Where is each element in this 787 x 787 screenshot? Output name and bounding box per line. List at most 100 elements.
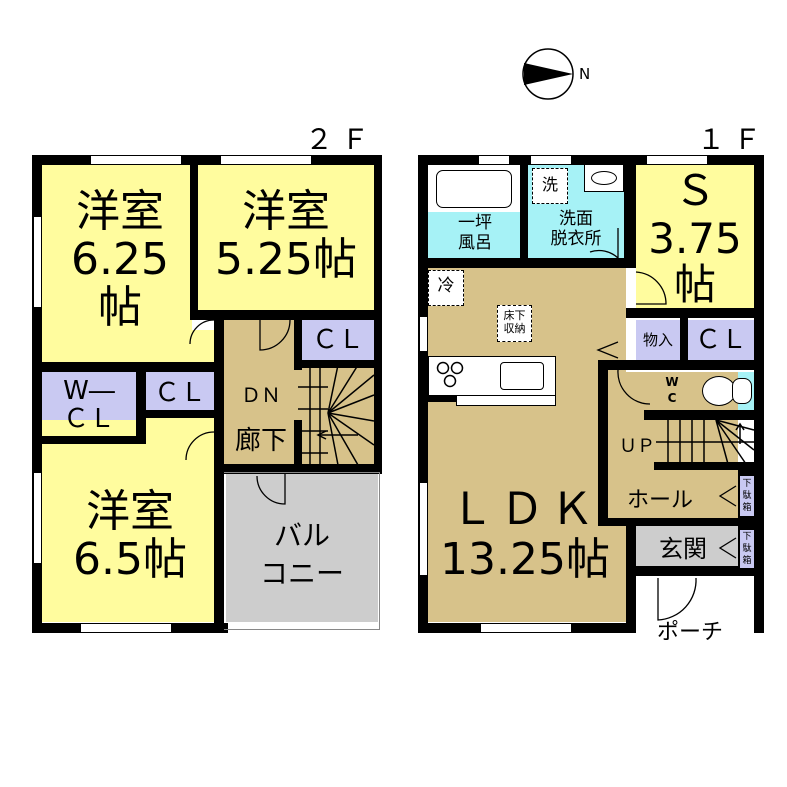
- room-hall-2f: [224, 320, 298, 466]
- wall: [598, 360, 608, 526]
- stairs-icon: [298, 364, 375, 466]
- label-wcl: W― ＣＬ: [62, 376, 115, 434]
- room-storeroom: [636, 320, 680, 360]
- door-open-marker: [596, 341, 619, 359]
- label-entrance: 玄関: [659, 535, 707, 563]
- wall: [32, 155, 42, 633]
- window: [419, 316, 428, 352]
- label-fridge: 冷: [437, 276, 455, 296]
- wall: [598, 518, 764, 526]
- room-bath: [428, 212, 522, 258]
- wall: [294, 360, 382, 368]
- door-open-marker: [718, 537, 737, 559]
- toilet-icon: [702, 376, 752, 406]
- wall: [418, 155, 764, 165]
- wall: [32, 436, 146, 444]
- room-cl-2f-a: [146, 372, 214, 412]
- wall: [626, 520, 636, 633]
- label-washer: 洗: [541, 175, 558, 194]
- wall: [418, 258, 636, 268]
- door-icon: [657, 577, 697, 621]
- label-wc: W C: [665, 375, 679, 405]
- balcony-rail: [224, 472, 380, 630]
- wall: [626, 566, 764, 576]
- label-corridor: 廊下: [234, 426, 287, 456]
- wall: [520, 155, 528, 263]
- fridge-space: [428, 270, 464, 306]
- label-western-1: 洋室 6.25 帖: [71, 186, 169, 333]
- shoebox-2: [740, 530, 754, 568]
- wall: [190, 310, 382, 320]
- label-western-2: 洋室 5.25帖: [215, 186, 357, 285]
- label-underfloor: 床下 収納: [503, 309, 526, 335]
- label-hall-1f: ホール: [626, 488, 693, 513]
- stove-icon: [436, 361, 464, 388]
- room-western-1: [40, 164, 192, 362]
- label-cl-2f-b: ＣＬ: [311, 325, 364, 355]
- wall: [294, 420, 302, 470]
- window: [480, 623, 572, 633]
- window: [33, 216, 42, 308]
- door-icon: [256, 474, 286, 505]
- room-storage-s: [636, 164, 754, 308]
- wall: [32, 362, 216, 372]
- wall: [680, 315, 688, 363]
- room-cl-2f-b: [302, 320, 374, 360]
- label-balcony: バル コニー: [259, 519, 344, 590]
- wall: [418, 155, 428, 633]
- north-arrow-icon: [522, 48, 574, 100]
- label-shoebox-2: 下駄箱: [742, 532, 752, 566]
- door-open-marker: [718, 485, 737, 507]
- shoebox-1: [740, 476, 754, 516]
- door-icon: [617, 369, 651, 405]
- room-balcony: [226, 472, 378, 622]
- wall: [32, 155, 382, 165]
- kitchen-back: [428, 396, 456, 402]
- underfloor-storage: [497, 305, 532, 342]
- label-porch: ポーチ: [656, 620, 723, 645]
- window: [90, 155, 182, 165]
- floor-label-2f: ２Ｆ: [305, 123, 378, 156]
- sink-icon: [584, 164, 624, 192]
- window: [33, 472, 42, 564]
- wall: [624, 155, 636, 267]
- label-western-3: 洋室 6.5帖: [73, 486, 187, 585]
- window: [646, 155, 708, 165]
- label-bath: 一坪 風呂: [458, 213, 492, 253]
- window: [220, 155, 312, 165]
- kitchen-bar: [456, 396, 556, 406]
- room-cl-1f: [688, 320, 754, 360]
- label-ldk: ＬＤＫ 13.25帖: [440, 484, 610, 585]
- label-cl-1f: ＣＬ: [694, 325, 747, 355]
- room-western-2: [198, 164, 374, 310]
- kitchen-sink-icon: [500, 362, 544, 390]
- window: [478, 155, 510, 165]
- window: [80, 623, 172, 633]
- window: [419, 482, 428, 576]
- floor-label-1f: １Ｆ: [697, 123, 770, 156]
- label-storage-s: Ｓ 3.75 帖: [648, 166, 742, 309]
- wall: [294, 310, 302, 370]
- washer-space: [532, 168, 568, 204]
- window: [530, 155, 572, 165]
- wall: [214, 464, 382, 474]
- door-icon: [189, 319, 215, 345]
- wall: [626, 308, 764, 318]
- bathtub-icon: [436, 170, 512, 208]
- door-icon: [635, 271, 667, 305]
- label-cl-2f-a: ＣＬ: [153, 378, 206, 408]
- wall: [136, 410, 216, 418]
- compass-label: N: [579, 65, 591, 83]
- wall: [644, 410, 764, 420]
- stairs-icon: [656, 419, 755, 465]
- label-storeroom: 物入: [642, 331, 673, 349]
- door-icon: [185, 431, 215, 461]
- wall: [654, 462, 764, 470]
- label-dn: ＤＮ: [241, 383, 281, 407]
- wall: [136, 362, 146, 440]
- label-up: ＵＰ: [619, 436, 655, 457]
- door-icon: [589, 228, 619, 260]
- label-shoebox-1: 下駄箱: [742, 479, 752, 513]
- door-icon: [259, 319, 291, 351]
- label-washroom: 洗面 脱衣所: [550, 209, 602, 249]
